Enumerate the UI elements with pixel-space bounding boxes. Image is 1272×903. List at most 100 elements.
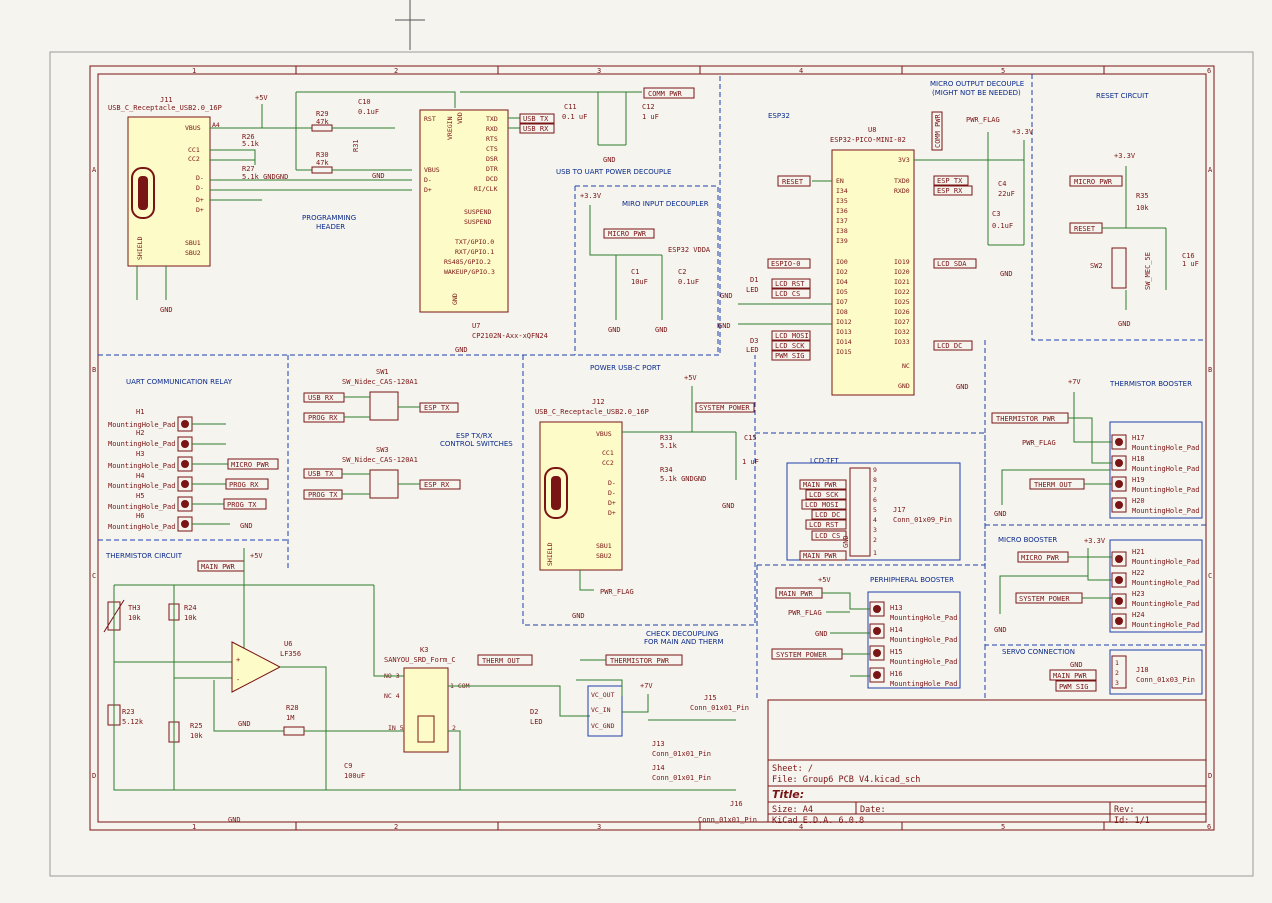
- label-comm-pwr[interactable]: COMM PWR: [643, 87, 695, 99]
- label-prog-tx-sw3[interactable]: PROG_TX: [303, 489, 343, 500]
- label-espio0[interactable]: ESPIO-0: [767, 258, 811, 269]
- svg-text:LCD MOSI: LCD MOSI: [775, 332, 809, 340]
- svg-text:SW_MEC_5E: SW_MEC_5E: [1144, 252, 1152, 290]
- label-micro-pwr-booster[interactable]: MICRO PWR: [1017, 551, 1069, 563]
- label-therm-out-booster[interactable]: THERM OUT: [1029, 478, 1085, 490]
- label-prog-rx-sw1[interactable]: PROG_RX: [303, 412, 345, 423]
- label-lcd-dc[interactable]: LCD DC: [933, 340, 973, 351]
- label-thermistor-pwr-booster[interactable]: THERMISTOR PWR: [991, 412, 1069, 424]
- svg-text:PWR_FLAG: PWR_FLAG: [600, 588, 634, 596]
- label-micro-pwr-reset[interactable]: MICRO PWR: [1069, 175, 1123, 187]
- svg-text:RTS: RTS: [486, 135, 498, 143]
- label-micro-pwr-a[interactable]: MICRO PWR: [603, 228, 655, 239]
- svg-text:RXD0: RXD0: [894, 187, 910, 195]
- svg-text:+3.3V: +3.3V: [1114, 152, 1136, 160]
- svg-text:USB_RX: USB_RX: [308, 394, 334, 402]
- svg-text:LED: LED: [530, 718, 543, 726]
- svg-text:SW1: SW1: [376, 368, 389, 376]
- svg-text:C15: C15: [744, 434, 757, 442]
- label-prog-tx-h5[interactable]: PROG_TX: [223, 498, 267, 510]
- svg-text:CC2: CC2: [188, 155, 200, 163]
- svg-text:1M: 1M: [286, 714, 294, 722]
- svg-text:PROG_RX: PROG_RX: [308, 414, 338, 422]
- label-comm-pwr-vert[interactable]: COMM PWR: [931, 111, 943, 151]
- mounting-holes-uart[interactable]: H1 MountingHole_Pad H2 MountingHole_Pad …: [108, 408, 230, 532]
- col-2-bottom: 2: [394, 823, 398, 831]
- label-system-power-j12[interactable]: SYSTEM POWER: [695, 402, 755, 413]
- svg-text:MountingHole_Pad: MountingHole_Pad: [108, 503, 175, 511]
- usb-c-connector-j12[interactable]: J12 USB_C_Receptacle_USB2.0_16P VBUS CC1…: [535, 398, 649, 571]
- label-lcd-rst[interactable]: LCD RST: [771, 278, 811, 289]
- svg-text:IO0: IO0: [836, 258, 848, 266]
- svg-text:IN 5: IN 5: [388, 724, 404, 732]
- label-usb-rx-sw1[interactable]: USB_RX: [303, 392, 345, 403]
- svg-text:D-: D-: [424, 176, 432, 184]
- label-esp-rx[interactable]: ESP_RX: [933, 185, 973, 196]
- label-therm-out-relay[interactable]: THERM OUT: [477, 654, 533, 666]
- svg-text:IO5: IO5: [836, 288, 848, 296]
- label-main-pwr-servo[interactable]: MAIN PWR: [1049, 669, 1097, 681]
- svg-text:MountingHole_Pad: MountingHole_Pad: [1132, 486, 1199, 494]
- label-lcd-mosi[interactable]: LCD MOSI: [771, 330, 811, 341]
- label-main-pwr-therm[interactable]: MAIN PWR: [197, 560, 245, 572]
- label-esp-rx-sw3[interactable]: ESP_RX: [419, 479, 461, 490]
- label-micro-pwr-h3[interactable]: MICRO PWR: [227, 458, 279, 470]
- svg-text:GND: GND: [722, 502, 735, 510]
- label-usb-tx[interactable]: USB_TX: [519, 113, 555, 124]
- op-amp-u6[interactable]: +- U6 LF356: [231, 640, 301, 693]
- voltage-regulator-block[interactable]: VC_OUT VC_IN VC_GND: [587, 685, 623, 737]
- label-thermistor-pwr-check[interactable]: THERMISTOR PWR: [605, 654, 683, 666]
- col-5-bottom: 5: [1001, 823, 1005, 831]
- label-lcd-cs[interactable]: LCD CS: [771, 288, 811, 299]
- svg-text:C10: C10: [358, 98, 371, 106]
- lcd-connector-j17[interactable]: 98 76 54 32 1 J17 Conn_01x09_Pin: [786, 462, 961, 561]
- label-lcd-sck[interactable]: LCD SCK: [771, 340, 811, 351]
- label-esp-tx-sw1[interactable]: ESP_TX: [419, 402, 459, 413]
- svg-text:D+: D+: [196, 206, 204, 214]
- svg-text:MountingHole_Pad: MountingHole_Pad: [108, 440, 175, 448]
- label-system-power-booster[interactable]: SYSTEM POWER: [1015, 592, 1083, 604]
- label-lcd-sda[interactable]: LCD SDA: [933, 258, 977, 269]
- label-reset-esp[interactable]: RESET: [777, 175, 811, 187]
- label-esp-tx[interactable]: ESP_TX: [933, 175, 969, 186]
- switch-sw3[interactable]: SW3 SW_Nidec_CAS-120A1: [342, 446, 418, 499]
- svg-text:LCD SCK: LCD SCK: [775, 342, 805, 350]
- label-usb-rx[interactable]: USB_RX: [519, 123, 555, 134]
- svg-text:R27: R27: [242, 165, 255, 173]
- svg-text:+: +: [236, 656, 240, 664]
- svg-text:LCD RST: LCD RST: [775, 280, 805, 288]
- label-reset-circuit[interactable]: RESET: [1069, 222, 1103, 234]
- label-main-pwr-peripheral[interactable]: MAIN PWR: [775, 587, 823, 599]
- switch-sw1[interactable]: SW1 SW_Nidec_CAS-120A1: [342, 368, 418, 421]
- label-system-power-peripheral[interactable]: SYSTEM POWER: [771, 648, 843, 660]
- svg-text:IO7: IO7: [836, 298, 848, 306]
- servo-connector-j18[interactable]: 123 J18 Conn_01x03_Pin: [1109, 649, 1203, 695]
- label-prog-rx-h4[interactable]: PROG_RX: [225, 478, 269, 490]
- label-pwm-sig-servo[interactable]: PWM SIG: [1055, 680, 1097, 692]
- svg-text:GND: GND: [956, 383, 969, 391]
- label-pwm-sig[interactable]: PWM SIG: [771, 350, 811, 361]
- svg-text:Conn_01x01_Pin: Conn_01x01_Pin: [652, 750, 711, 758]
- lcd-pin-labels[interactable]: MAIN PWR LCD SCK LCD MOSI LCD DC LCD RST…: [799, 479, 850, 561]
- svg-text:10k: 10k: [1136, 204, 1149, 212]
- reset-switch-sw2[interactable]: SW2 SW_MEC_5E: [1090, 247, 1152, 290]
- svg-text:D+: D+: [196, 196, 204, 204]
- label-usb-tx-sw3[interactable]: USB_TX: [303, 468, 343, 479]
- svg-text:3V3: 3V3: [898, 156, 910, 164]
